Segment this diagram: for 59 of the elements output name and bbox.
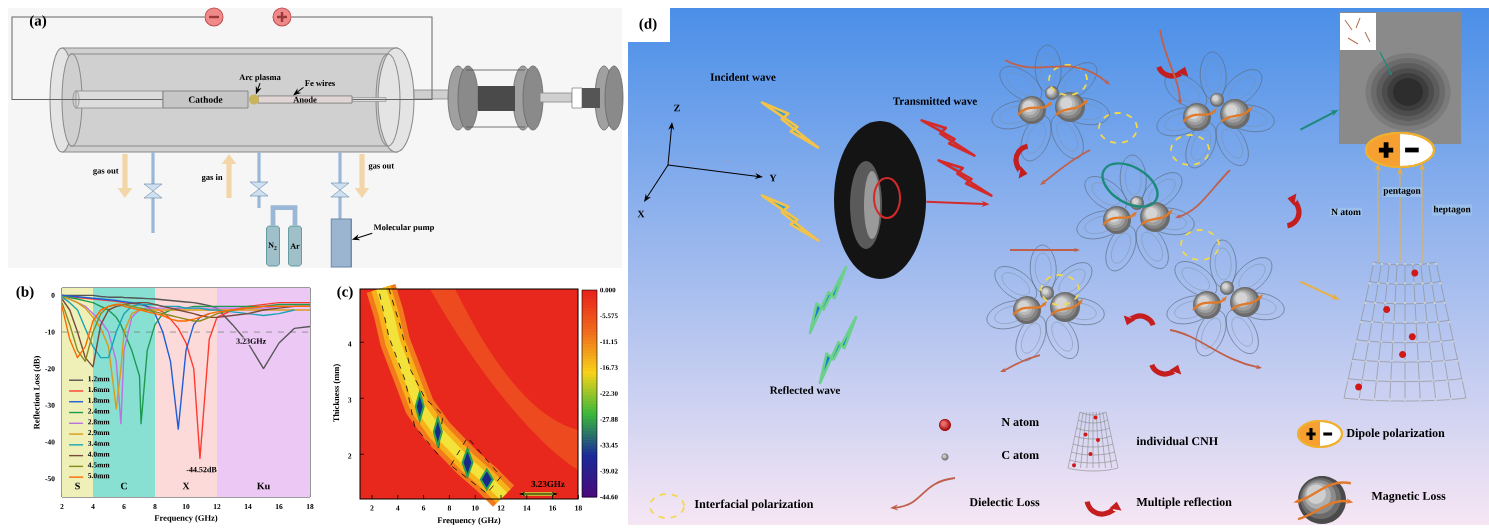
value-label: 3.23GHz	[531, 480, 565, 488]
wave-label: Reflected wave	[769, 386, 840, 394]
legend-text: Dipole polarization	[1346, 428, 1445, 440]
absorber-ring	[834, 121, 926, 279]
band-label: X	[182, 482, 190, 490]
nanohorn-cone-drawing	[1342, 261, 1468, 402]
callout-text: Molecular pump	[373, 224, 434, 232]
edge-label: pentagon	[1382, 187, 1422, 197]
gas-cylinder: Ar	[288, 225, 302, 267]
pump-drawing	[330, 218, 352, 268]
legend-text: Magnetic Loss	[1371, 491, 1446, 503]
legend-text: Dielectic Loss	[969, 497, 1040, 507]
panel-label: (c)	[337, 286, 353, 300]
arrow	[1397, 167, 1403, 264]
annotation: 3.23GHz	[236, 338, 266, 344]
band-label: Ku	[256, 482, 270, 490]
axis-letter: X	[637, 210, 645, 218]
arc-plasma-spot	[249, 94, 259, 105]
band-label: C	[120, 482, 127, 490]
x-axis-title: Frequency (GHz)	[154, 514, 218, 523]
band-label: S	[75, 482, 80, 490]
panel-label: (d)	[639, 18, 657, 32]
arrow	[255, 82, 261, 94]
axis-title: Thickness (mm)	[333, 364, 341, 423]
axis-letter: Y	[769, 174, 777, 182]
wire	[11, 16, 205, 100]
plus-terminal-icon	[272, 7, 292, 27]
flow-label: gas out	[93, 168, 119, 176]
arrow	[1419, 163, 1425, 264]
arrow	[1375, 163, 1381, 264]
pipe	[270, 205, 298, 226]
wire	[291, 16, 433, 100]
callout-text: Arc plasma	[239, 74, 281, 82]
wave-label: Transmitted wave	[892, 97, 977, 105]
legend-text: individual CNH	[1136, 436, 1218, 446]
legend-text: Multiple reflection	[1136, 497, 1232, 509]
cathode-box: Cathode	[162, 90, 249, 109]
axis-title: Frequency (GHz)	[437, 517, 501, 525]
callout-text: Fe wires	[305, 80, 335, 86]
legend-text: C atom	[1002, 450, 1039, 460]
arrow	[293, 86, 304, 96]
legend-text: Interfacial polarization	[694, 499, 814, 511]
anode-rod: Anode	[257, 95, 353, 104]
axis-letter: Z	[674, 104, 680, 112]
arrow	[352, 232, 373, 241]
edge-label: N atom	[1329, 207, 1363, 217]
panel-label: (b)	[16, 286, 34, 300]
flow-label: gas out	[368, 163, 395, 171]
flow-label: gas in	[201, 174, 223, 182]
minus-terminal-icon	[204, 7, 224, 27]
wave-label: Incident wave	[710, 73, 776, 81]
tem-image	[1339, 12, 1461, 144]
y-axis-title: Reflection Loss (dB)	[33, 356, 42, 430]
annotation: -44.52dB	[186, 466, 217, 473]
dipole-ellipse	[1365, 132, 1435, 168]
gas-cylinder: N$_{2}$	[266, 225, 280, 267]
edge-label: heptagon	[1432, 204, 1472, 216]
legend-text: N atom	[1001, 418, 1039, 426]
panel-label: (a)	[29, 15, 47, 29]
